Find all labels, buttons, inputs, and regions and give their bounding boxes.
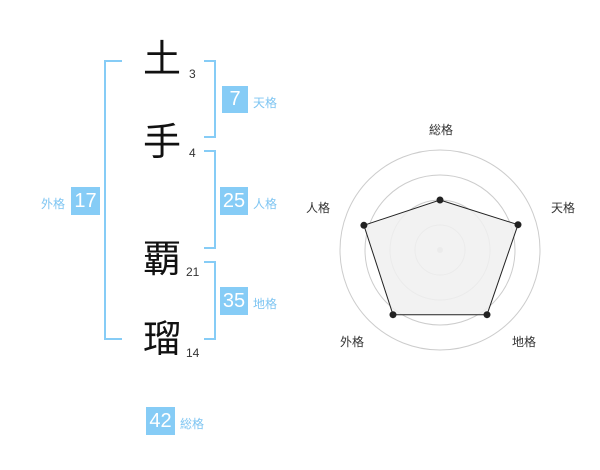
radar-point-3 <box>483 311 491 319</box>
radar-point-2 <box>514 221 522 229</box>
chikaku-label: 地格 <box>253 297 278 311</box>
jinkaku-label: 人格 <box>253 197 278 211</box>
name-char-3: 覇 <box>143 237 182 281</box>
radar-ring <box>364 174 516 326</box>
name-char-1: 土 <box>143 37 182 81</box>
chikaku-bracket <box>204 261 216 340</box>
soukaku-label: 総格 <box>180 417 205 431</box>
soukaku-value: 42 <box>146 407 175 435</box>
radar-points <box>360 196 522 319</box>
jinkaku-bracket <box>204 150 216 249</box>
tenkaku-bracket <box>204 60 216 138</box>
stroke-count-3: 21 <box>186 265 200 279</box>
radar-point-5 <box>360 221 368 229</box>
axis-label-tenkaku: 天格 <box>551 200 575 215</box>
radar-point-1 <box>436 196 444 204</box>
tenkaku-label: 天格 <box>253 96 278 110</box>
stroke-count-2: 4 <box>189 146 196 160</box>
gaikaku-bracket <box>104 60 122 340</box>
tenkaku-value: 7 <box>222 86 248 113</box>
gaikaku-value: 17 <box>71 187 100 215</box>
axis-label-gaikaku: 外格 <box>340 334 364 349</box>
radar-area <box>363 199 519 316</box>
radar-point-4 <box>389 311 397 319</box>
radar-ring <box>339 149 541 351</box>
axis-label-soukaku: 総格 <box>429 122 453 137</box>
stroke-count-4: 14 <box>186 346 200 360</box>
name-char-2: 手 <box>143 120 182 164</box>
name-char-4: 瑠 <box>143 317 182 361</box>
jinkaku-value: 25 <box>220 187 248 215</box>
stroke-count-1: 3 <box>189 67 196 81</box>
chikaku-value: 35 <box>220 287 248 315</box>
gaikaku-label: 外格 <box>41 197 66 211</box>
axis-label-chikaku: 地格 <box>512 334 536 349</box>
axis-label-jinkaku: 人格 <box>306 200 330 215</box>
